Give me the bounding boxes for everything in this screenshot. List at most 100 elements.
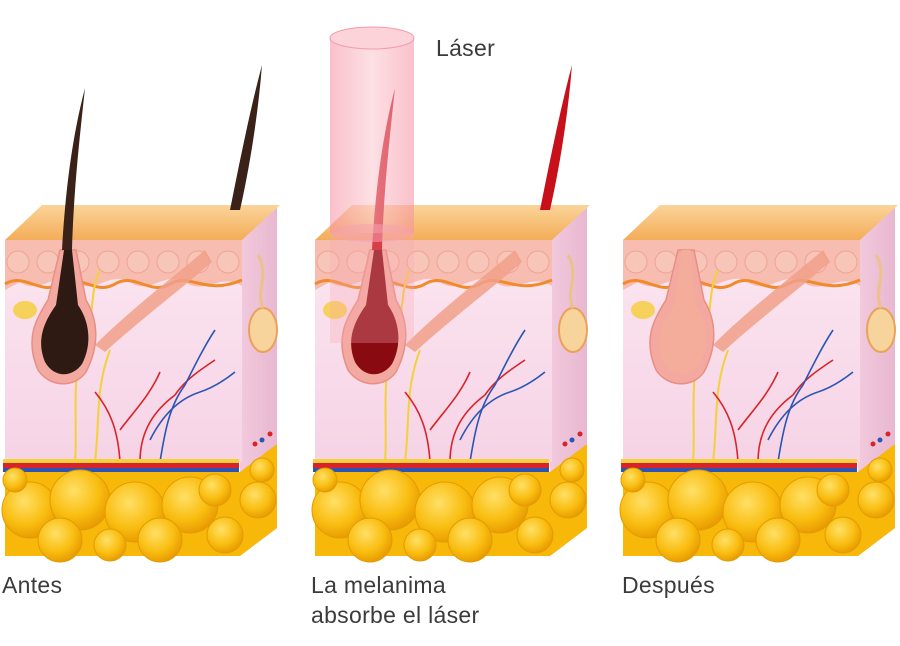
laser-label: Láser	[436, 35, 496, 61]
fat-cell	[403, 528, 437, 562]
laser-beam	[329, 26, 415, 343]
vein-branch	[767, 391, 819, 441]
epidermis-cell	[714, 250, 738, 274]
artery-section	[562, 441, 568, 447]
after-caption: Después	[622, 572, 715, 598]
nerve-trunk	[3, 459, 239, 463]
fat-cell	[559, 457, 585, 483]
basal-line	[314, 278, 553, 289]
fat-cell	[137, 517, 183, 563]
skin-panel-after	[619, 205, 898, 563]
epidermis-cell	[436, 250, 460, 274]
fat-cell	[755, 517, 801, 563]
sebaceous-gland	[13, 301, 37, 319]
nerve-trunk	[313, 459, 549, 463]
artery-trunk	[3, 463, 239, 468]
vein-section	[569, 437, 575, 443]
vein-branch	[494, 329, 526, 386]
artery-branch	[737, 371, 779, 431]
sweat-gland	[248, 307, 278, 353]
nerve	[404, 349, 421, 463]
epidermis-cell	[774, 250, 798, 274]
vein-branch	[509, 371, 546, 393]
epidermis-cell	[156, 250, 180, 274]
melanin-caption-line2: absorbe el láser	[311, 602, 480, 628]
artery-trunk	[621, 463, 857, 468]
fat-cell	[37, 517, 83, 563]
sweat-gland	[558, 307, 588, 353]
fat-cell	[93, 528, 127, 562]
fat-cell	[857, 481, 895, 519]
fat-cell	[824, 516, 862, 554]
epidermis-cell	[744, 250, 768, 274]
epidermis-cell	[624, 250, 648, 274]
hair-bulb	[351, 250, 399, 375]
vein-branch	[199, 371, 236, 393]
vein-branch	[184, 329, 216, 386]
sweat-duct	[566, 254, 575, 309]
vein-trunk	[3, 468, 239, 472]
artery-section	[267, 431, 273, 437]
fat-cell	[867, 457, 893, 483]
fat-cell	[2, 467, 28, 493]
artery-trunk	[313, 463, 549, 468]
epidermis-cell	[6, 250, 30, 274]
epidermis-cell	[216, 250, 240, 274]
hair-shaft-outer	[230, 65, 262, 210]
artery-branch	[792, 359, 834, 396]
vein-branch	[159, 384, 186, 463]
arrector-muscle	[405, 250, 522, 352]
skin-panel-before	[1, 65, 280, 563]
melanin-caption: La melanima absorbe el láser	[311, 570, 571, 630]
artery-branch	[139, 394, 176, 463]
fat-cell	[516, 516, 554, 554]
vein-trunk	[621, 468, 857, 472]
fat-cell	[508, 473, 542, 507]
artery-section	[577, 431, 583, 437]
artery-branch	[429, 371, 471, 431]
sweat-duct	[874, 254, 883, 309]
arrector-muscle	[713, 250, 830, 352]
artery-branch	[119, 371, 161, 431]
nerve-trunk	[621, 459, 857, 463]
arrector-muscle	[95, 250, 212, 352]
hair-bulb	[41, 250, 89, 375]
epidermis-cell	[466, 250, 490, 274]
artery-section	[870, 441, 876, 447]
sebaceous-gland	[323, 301, 347, 319]
artery-branch	[404, 391, 431, 463]
hair-shaft	[62, 88, 85, 250]
vein-branch	[459, 391, 511, 441]
nerve	[712, 349, 729, 463]
vein-branch	[802, 329, 834, 386]
epidermis-cell	[406, 250, 430, 274]
vein-section	[259, 437, 265, 443]
epidermis-cell	[96, 250, 120, 274]
hair-bulb	[659, 250, 707, 375]
fat-cell	[239, 481, 277, 519]
sweat-gland	[866, 307, 896, 353]
epidermis-cell	[316, 250, 340, 274]
fat-cell	[447, 517, 493, 563]
artery-branch	[449, 394, 486, 463]
sebaceous-gland	[631, 301, 655, 319]
sweat-duct	[256, 254, 265, 309]
artery-branch	[174, 359, 216, 396]
fat-cell	[198, 473, 232, 507]
epidermis-cell	[126, 250, 150, 274]
hair-shaft-outer	[540, 65, 572, 210]
vein-branch	[469, 384, 496, 463]
fat-cell	[655, 517, 701, 563]
fat-cell	[347, 517, 393, 563]
artery-section	[252, 441, 258, 447]
artery-section	[885, 431, 891, 437]
fat-cell	[249, 457, 275, 483]
epidermis-cell	[526, 250, 550, 274]
vein-branch	[817, 371, 854, 393]
artery-branch	[94, 391, 121, 463]
skin-top-surface	[5, 205, 280, 240]
melanin-caption-line1: La melanima	[311, 572, 446, 598]
artery-branch	[757, 394, 794, 463]
fat-cell	[816, 473, 850, 507]
basal-line	[622, 278, 861, 289]
